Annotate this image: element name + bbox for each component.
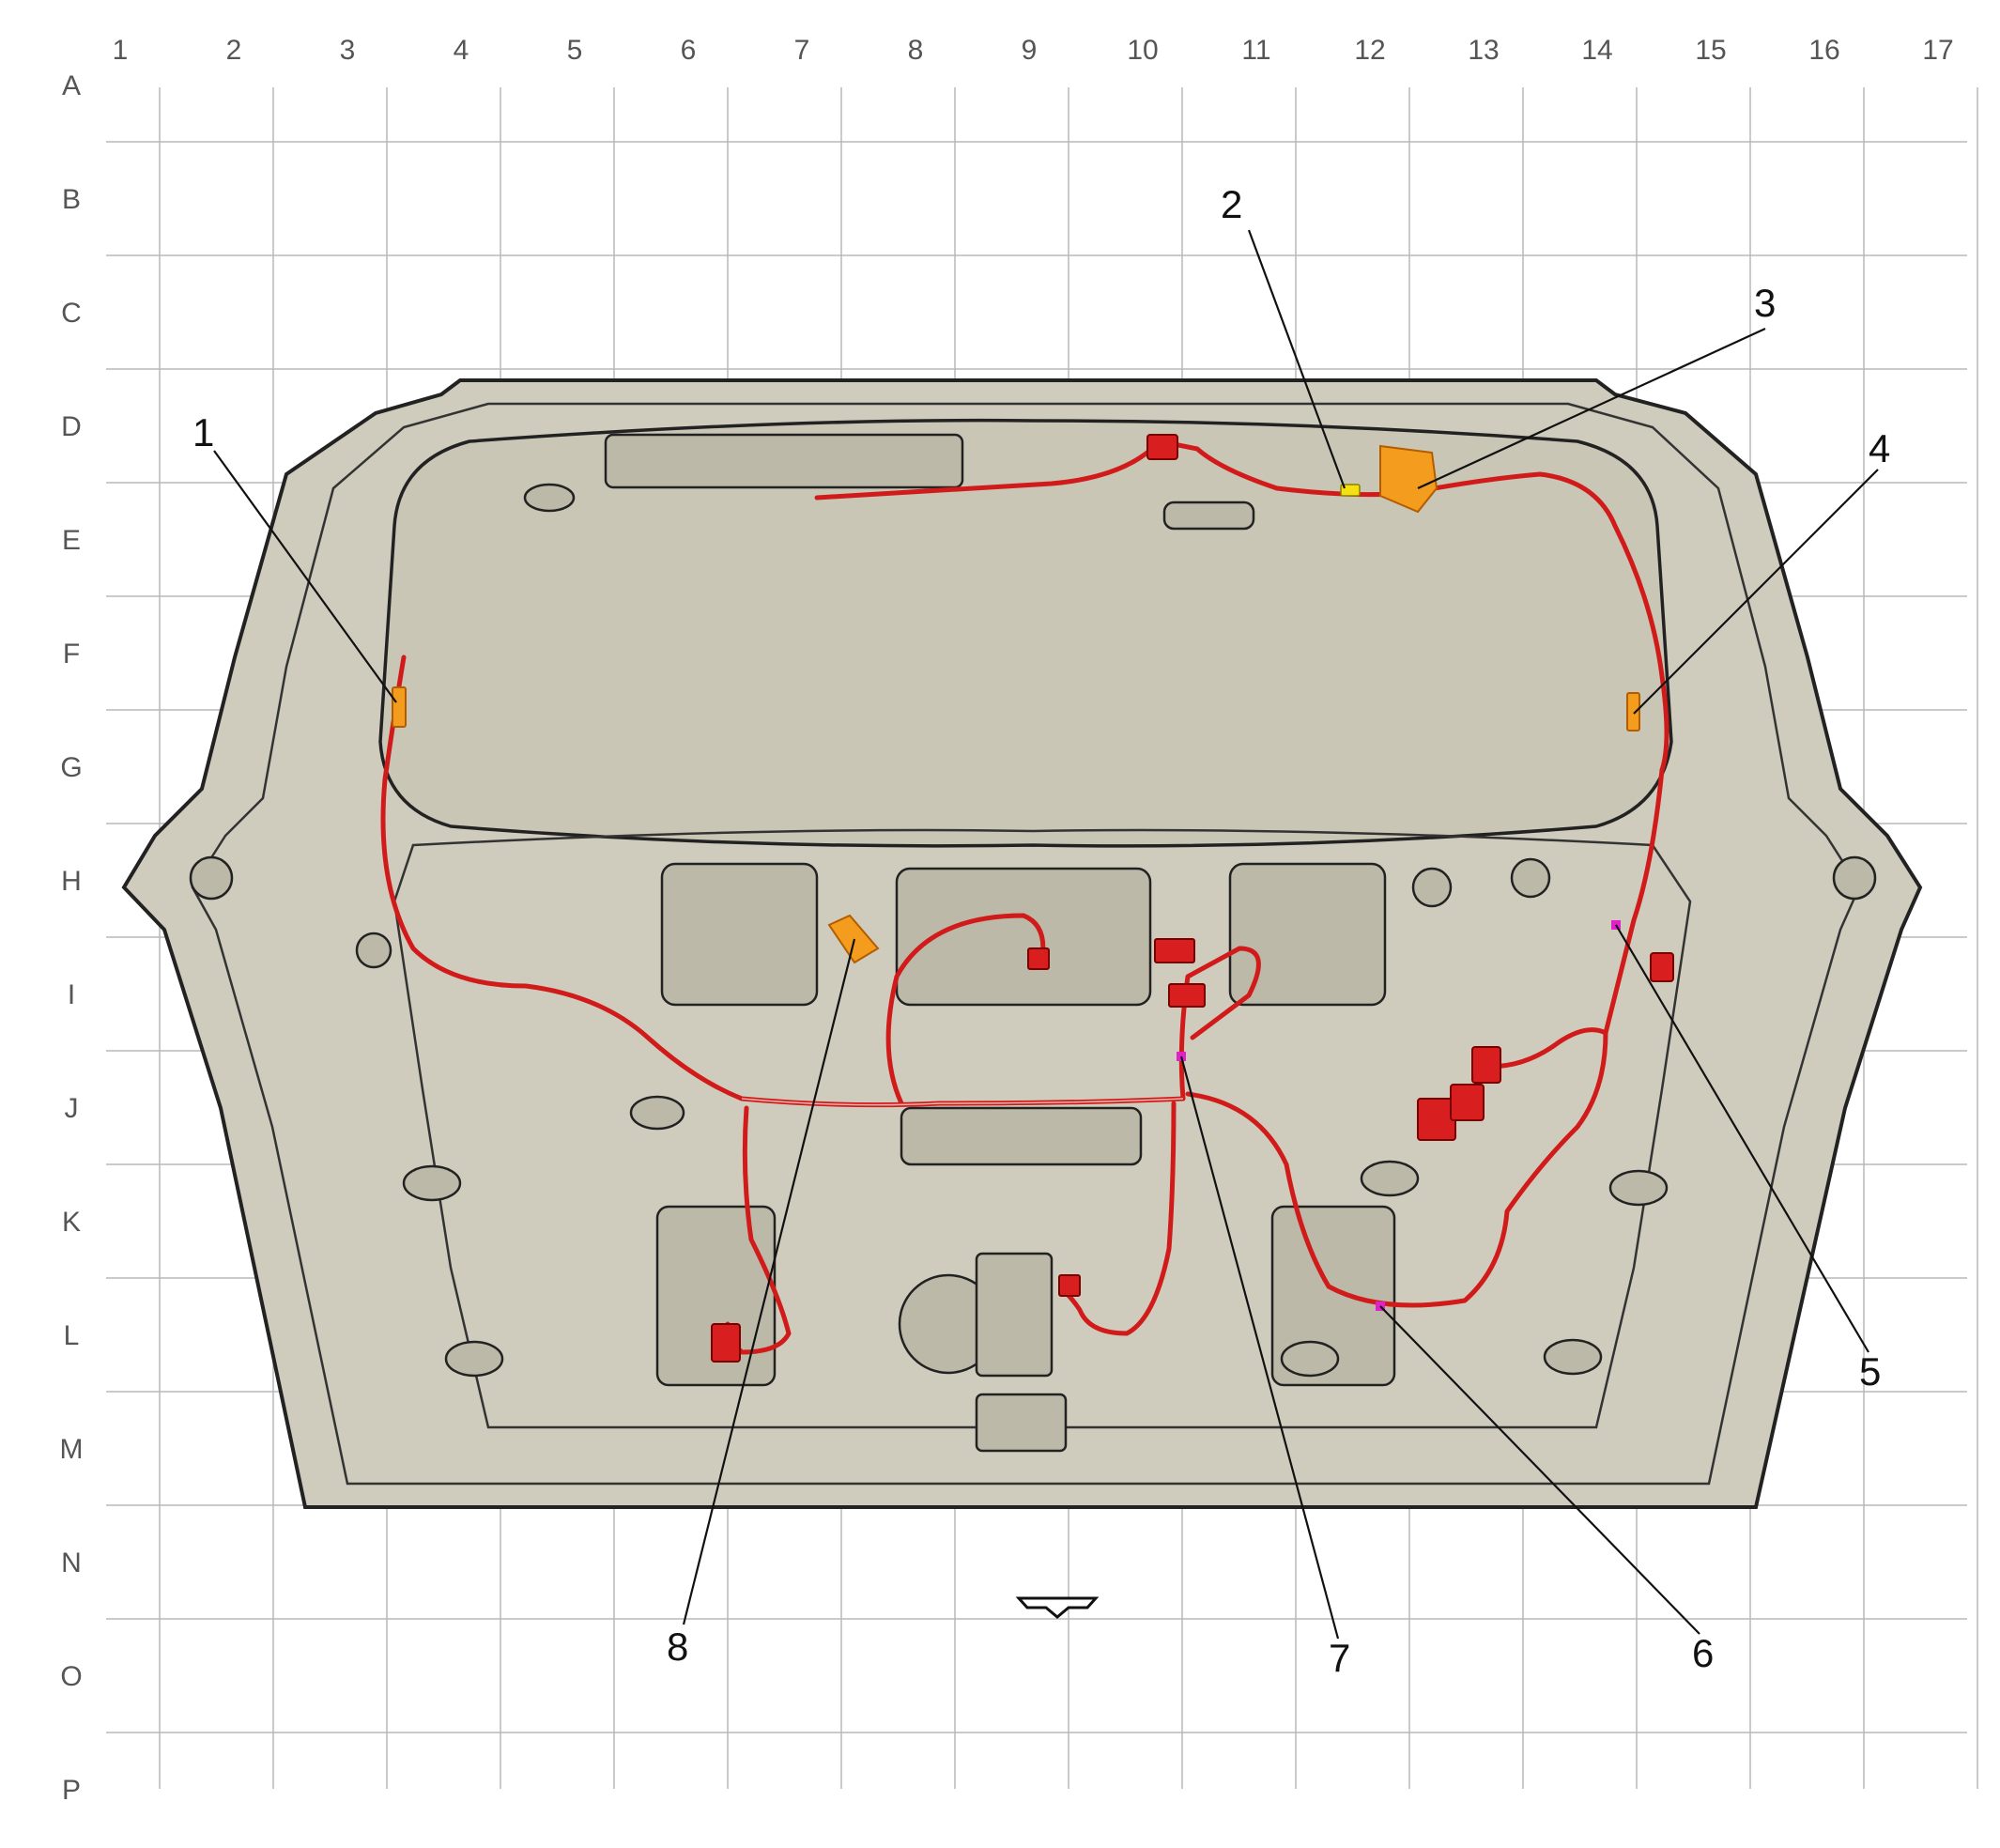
row-label: D — [61, 411, 82, 442]
mount-hole-left — [189, 855, 234, 901]
lower-panel-frame — [392, 828, 1692, 1429]
callout-2: 2 — [1221, 182, 1242, 226]
row-label: M — [60, 1434, 84, 1465]
licence-plate-recess — [900, 1106, 1143, 1166]
leader-8 — [682, 938, 856, 1625]
grommet-right-2 — [1608, 1169, 1669, 1207]
connector-latch — [1058, 1274, 1081, 1297]
row-label: C — [61, 298, 82, 329]
down-arrow-icon — [1015, 1596, 1100, 1619]
cutout-upper-right — [1228, 862, 1387, 1007]
callout-3: 3 — [1754, 281, 1776, 325]
callout-numbers: 1 2 3 4 5 6 7 8 — [192, 182, 1890, 1680]
mount-hole-right-inner — [1510, 857, 1551, 899]
column-label: 8 — [908, 35, 924, 66]
latch-assembly — [975, 1252, 1054, 1378]
column-label: 7 — [794, 35, 810, 66]
column-label: 4 — [454, 35, 469, 66]
column-label: 3 — [340, 35, 356, 66]
column-label: 2 — [226, 35, 242, 66]
cutout-upper-center — [895, 867, 1152, 1007]
connector-rear-wiper — [1146, 434, 1178, 460]
mount-hole-center-right — [1411, 867, 1453, 908]
leader-2 — [1247, 229, 1346, 489]
column-label: 12 — [1354, 35, 1385, 66]
harness-top-run — [814, 439, 1669, 773]
connector-1 — [392, 686, 407, 728]
row-label: P — [62, 1775, 81, 1806]
row-label: L — [64, 1320, 80, 1351]
cutout-lower-right — [1270, 1205, 1396, 1387]
callout-8: 8 — [667, 1625, 688, 1669]
grommet-left-3 — [402, 1164, 462, 1202]
connector-center-upper-1 — [1154, 938, 1195, 963]
row-label: G — [60, 752, 82, 783]
grommet-right-4 — [1280, 1340, 1340, 1378]
mount-hole-right — [1832, 855, 1877, 901]
grommet-left-1 — [523, 483, 576, 513]
harness-center-trunk-highlight — [741, 1098, 1184, 1106]
column-label: 17 — [1922, 35, 1953, 66]
mount-hole-left-inner — [355, 932, 392, 969]
row-label: J — [65, 1093, 79, 1124]
cutout-upper-left — [660, 862, 819, 1007]
column-label: 13 — [1468, 35, 1499, 66]
connector-2 — [1340, 484, 1361, 497]
row-labels: A B C D E F G H I J K L M N O P — [60, 70, 84, 1806]
connector-3 — [1379, 444, 1438, 514]
callout-4: 4 — [1869, 426, 1890, 470]
grommet-left-4 — [444, 1340, 504, 1378]
row-label: K — [62, 1207, 81, 1238]
connector-right-lamp-3 — [1471, 1046, 1501, 1084]
row-label: F — [63, 639, 80, 670]
leader-6 — [1379, 1305, 1700, 1635]
callout-6: 6 — [1692, 1631, 1714, 1675]
callout-leaders — [213, 229, 1879, 1640]
connector-lower-left — [711, 1323, 741, 1363]
leader-4 — [1633, 469, 1879, 715]
column-label: 14 — [1581, 35, 1612, 66]
high-mount-stop-lamp-housing — [604, 433, 964, 489]
tailgate-inner-outline — [191, 402, 1861, 1486]
connector-4 — [1626, 692, 1640, 732]
harness-latch-branch — [1058, 1101, 1177, 1336]
harness-center-loop — [885, 913, 1261, 1106]
grommet-right-1 — [1360, 1160, 1420, 1197]
callout-7: 7 — [1329, 1636, 1350, 1680]
callout-1: 1 — [192, 410, 214, 454]
connector-right-lamp-2 — [1450, 1084, 1485, 1121]
connectors — [392, 434, 1674, 1363]
leader-3 — [1417, 328, 1766, 489]
row-label: N — [61, 1548, 82, 1578]
connector-right-side — [1650, 952, 1674, 982]
row-label: O — [60, 1661, 82, 1692]
column-label: 5 — [567, 35, 583, 66]
column-label: 15 — [1695, 35, 1726, 66]
leader-5 — [1615, 924, 1869, 1353]
column-label: 9 — [1022, 35, 1038, 66]
column-label: 1 — [113, 35, 129, 66]
connector-center-upper-2 — [1168, 983, 1206, 1008]
leader-7 — [1179, 1055, 1340, 1640]
connector-licence-lamp-left — [1027, 947, 1050, 970]
column-label: 10 — [1127, 35, 1158, 66]
grommet-right-3 — [1543, 1338, 1603, 1376]
leader-1 — [213, 450, 397, 703]
row-label: H — [61, 866, 82, 897]
tailgate-latch — [975, 1393, 1068, 1453]
row-label: A — [62, 70, 81, 101]
row-label: B — [62, 184, 81, 215]
tailgate-panel — [121, 378, 1923, 1509]
column-label: 16 — [1808, 35, 1839, 66]
row-label: I — [68, 979, 75, 1010]
rear-wiper-motor-cover — [1162, 500, 1255, 531]
row-label: E — [62, 525, 81, 556]
callout-5: 5 — [1859, 1349, 1881, 1394]
column-label: 6 — [681, 35, 697, 66]
rear-window-opening — [378, 418, 1673, 848]
column-label: 11 — [1241, 35, 1270, 66]
grommet-left-2 — [629, 1095, 685, 1131]
